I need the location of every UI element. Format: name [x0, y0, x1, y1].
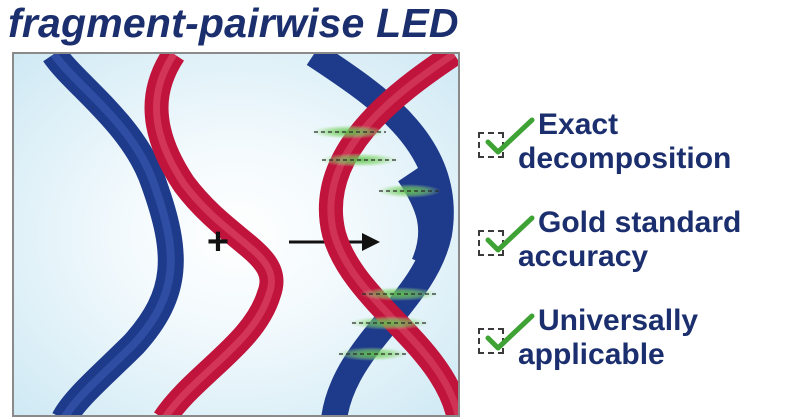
- plus-sign: +: [207, 221, 229, 263]
- checklist-item-exact: Exact decomposition: [478, 108, 798, 206]
- checklist-item-universal: Universally applicable: [478, 304, 798, 402]
- figure-title: fragment-pairwise LED: [8, 0, 459, 46]
- base-pair-highlights: [311, 125, 441, 361]
- checkmark-icon: [485, 117, 535, 155]
- checklist-label: Gold standard accuracy: [518, 206, 742, 273]
- dna-diagram: +: [43, 54, 458, 415]
- checkmark-icon: [485, 313, 535, 351]
- checklist-item-gold-standard: Gold standard accuracy: [478, 206, 798, 304]
- checkmark-icon: [485, 215, 535, 253]
- checklist-label: Universally applicable: [518, 304, 699, 371]
- checklist-label: Exact decomposition: [518, 108, 732, 175]
- diagram-panel: +: [12, 52, 460, 417]
- checklist: Exact decomposition Gold standard accura…: [478, 108, 798, 402]
